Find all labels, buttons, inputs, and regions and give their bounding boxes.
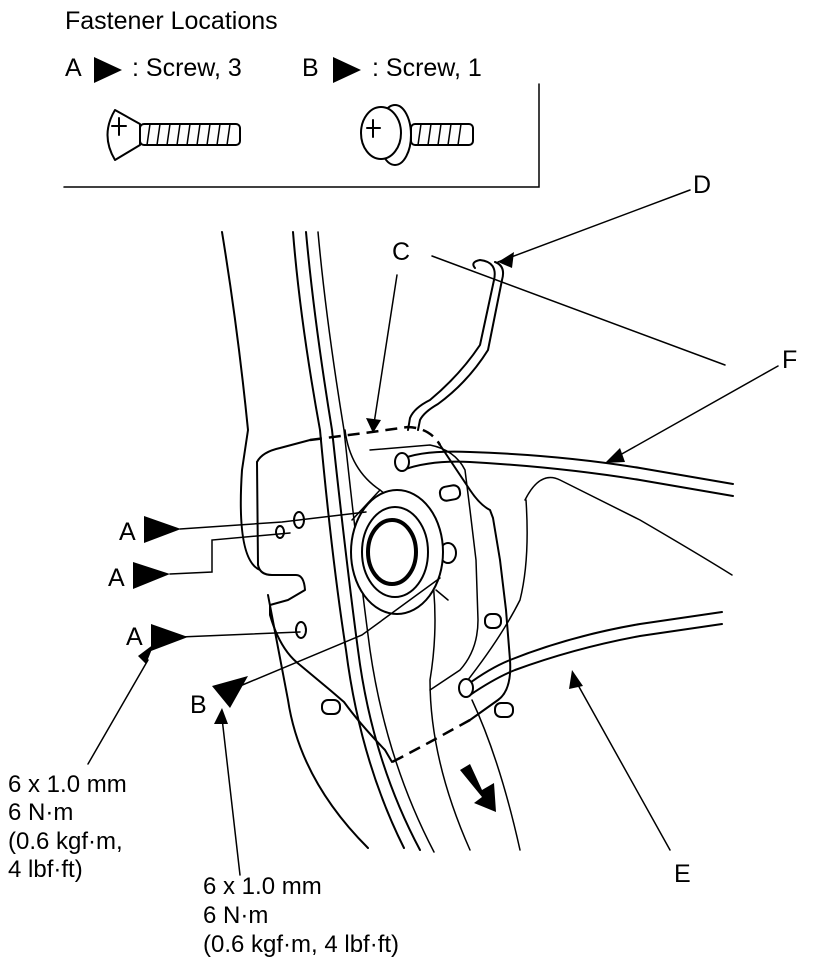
spec-b-line-3: (0.6 kgf·m, 4 lbf·ft): [203, 931, 399, 958]
leader-f-arrowhead-icon: [605, 448, 625, 463]
callout-a3: A: [126, 623, 143, 651]
spec-b-line-1: 6 x 1.0 mm: [203, 873, 322, 900]
leader-e-arrowhead-icon: [569, 670, 583, 689]
callout-c: C: [392, 238, 410, 266]
pointer-a1-icon: [144, 516, 181, 543]
spec-a-line-1: 6 x 1.0 mm: [8, 771, 127, 798]
washer-head-screw-icon: [360, 104, 474, 166]
pointer-b-spec-arrowhead-icon: [214, 708, 228, 724]
arrowhead-a-icon: [94, 57, 122, 83]
callout-b: B: [190, 691, 207, 719]
leader-c-arrowhead-icon: [366, 418, 381, 433]
callout-labels: A A A B C D F E: [108, 171, 797, 888]
flat-head-screw-icon: [106, 109, 241, 161]
leader-lines: [87, 189, 779, 876]
pointer-a-spec-arrowhead-icon: [138, 644, 154, 664]
spec-a-line-4: 4 lbf·ft): [8, 856, 83, 883]
torque-spec-b: 6 x 1.0 mm 6 N·m (0.6 kgf·m, 4 lbf·ft): [203, 873, 399, 958]
fastener-legend: Fastener Locations A : Screw, 3 B : Scre…: [63, 7, 540, 188]
legend-item-b-description: : Screw, 1: [372, 54, 482, 82]
callout-e: E: [674, 860, 691, 888]
direction-arrow-icon: [460, 764, 496, 812]
rods-and-cables: [394, 259, 734, 812]
door-frame-outline: [221, 231, 733, 853]
pointer-a2-icon: [133, 562, 170, 589]
spec-b-line-2: 6 N·m: [203, 902, 268, 929]
callout-d: D: [693, 171, 711, 199]
legend-frame: [63, 83, 540, 188]
legend-item-a-description: : Screw, 3: [132, 54, 242, 82]
mounting-plate: [256, 425, 514, 764]
legend-item-b-letter: B: [302, 54, 319, 82]
torque-spec-a: 6 x 1.0 mm 6 N·m (0.6 kgf·m, 4 lbf·ft): [8, 771, 127, 883]
callout-f: F: [782, 346, 797, 374]
spec-a-line-2: 6 N·m: [8, 799, 73, 826]
spec-a-line-3: (0.6 kgf·m,: [8, 828, 123, 855]
callout-a2: A: [108, 564, 125, 592]
callout-a1: A: [119, 518, 136, 546]
legend-item-a-letter: A: [65, 54, 82, 82]
pointer-b-icon: [212, 676, 248, 708]
arrowhead-b-icon: [333, 57, 361, 83]
leader-d-arrowhead-icon: [498, 252, 514, 268]
pointer-a3-icon: [151, 624, 188, 651]
legend-title: Fastener Locations: [65, 7, 278, 35]
